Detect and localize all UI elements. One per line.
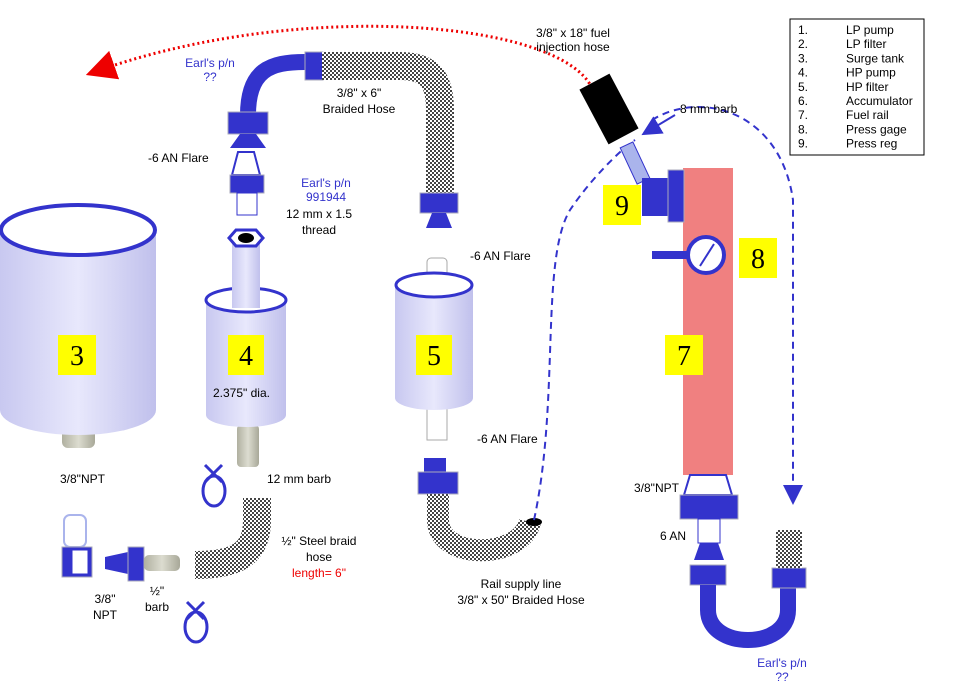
svg-text:3/8": 3/8" (95, 592, 116, 606)
legend-number: 4. (798, 66, 808, 80)
legend-label: Press reg (846, 137, 897, 151)
tank-number: 3 (70, 341, 84, 372)
fuel-rail: 7 (665, 168, 733, 475)
supply-dashed-line (533, 139, 636, 521)
legend-number: 1. (798, 23, 808, 37)
legend-label: Fuel rail (846, 108, 889, 122)
svg-text:??: ?? (775, 670, 789, 684)
legend-label: LP filter (846, 37, 886, 51)
svg-text:hose: hose (306, 550, 332, 564)
pressure-gage: 8 (652, 235, 777, 278)
svg-text:NPT: NPT (93, 608, 118, 622)
surge-tank: 3 (0, 203, 157, 448)
svg-text:barb: barb (145, 600, 169, 614)
legend-number: 2. (798, 37, 808, 51)
svg-text:3/8" x 50" Braided Hose: 3/8" x 50" Braided Hose (457, 593, 585, 607)
svg-text:3/8" x 6": 3/8" x 6" (337, 86, 382, 100)
hose-clamp-icon (183, 600, 209, 644)
pressure-regulator: 9 (603, 141, 685, 225)
legend-number: 5. (798, 80, 808, 94)
hose-clamp-icon (201, 463, 227, 508)
svg-text:??: ?? (203, 70, 217, 84)
svg-text:2.375" dia.: 2.375" dia. (213, 386, 270, 400)
svg-text:-6 AN Flare: -6 AN Flare (477, 432, 538, 446)
svg-text:3/8" x 18" fuel: 3/8" x 18" fuel (536, 26, 610, 40)
legend-label: LP pump (846, 23, 894, 37)
fuel-rail-number: 7 (677, 341, 691, 372)
legend-number: 3. (798, 51, 808, 65)
hp-pump: 4 (204, 228, 288, 467)
legend-label: Surge tank (846, 51, 905, 65)
an-fitting-nut (227, 111, 269, 135)
svg-text:½" Steel braid: ½" Steel braid (282, 534, 357, 548)
svg-text:3/8"NPT: 3/8"NPT (634, 481, 680, 495)
return-u-fitting (700, 585, 796, 648)
steel-braid-hose (194, 498, 271, 579)
press-gage-number: 8 (751, 244, 765, 275)
legend-number: 6. (798, 94, 808, 108)
svg-text:-6 AN Flare: -6 AN Flare (148, 151, 209, 165)
svg-text:thread: thread (302, 223, 336, 237)
hp-pump-number: 4 (239, 341, 253, 372)
svg-text:-6 AN Flare: -6 AN Flare (470, 249, 531, 263)
legend-number: 7. (798, 108, 808, 122)
rail-supply-hose (427, 494, 541, 562)
hp-filter: 5 (394, 257, 474, 441)
legend-label: HP filter (846, 80, 888, 94)
svg-text:Rail supply line: Rail supply line (481, 577, 562, 591)
hp-filter-number: 5 (427, 341, 441, 372)
legend-box: 1. LP pump 2. LP filter 3. Surge tank 4. HP pum… (789, 18, 925, 156)
blue-elbow-fitting (240, 54, 306, 116)
legend-number: 9. (798, 137, 808, 151)
svg-text:12 mm barb: 12 mm barb (267, 472, 331, 486)
svg-text:Earl's p/n: Earl's p/n (185, 56, 235, 70)
legend-label: Accumulator (846, 94, 913, 108)
legend-number: 8. (798, 122, 808, 136)
svg-text:Earl's p/n: Earl's p/n (757, 656, 807, 670)
diagram-labels: 3/8" x 18" fuel injection hose Earl's p/… (60, 26, 807, 684)
svg-text:½": ½" (150, 584, 164, 598)
braided-hose-6in (322, 52, 454, 195)
legend-label: HP pump (846, 66, 896, 80)
return-line-arrow (85, 24, 594, 89)
svg-text:12 mm x 1.5: 12 mm x 1.5 (286, 207, 352, 221)
svg-text:8 mm barb: 8 mm barb (680, 102, 738, 116)
svg-text:3/8"NPT: 3/8"NPT (60, 472, 106, 486)
fuel-injection-hose (579, 73, 639, 145)
svg-text:Earl's p/n: Earl's p/n (301, 176, 351, 190)
svg-text:991944: 991944 (306, 190, 346, 204)
svg-text:6 AN: 6 AN (660, 529, 686, 543)
svg-text:injection hose: injection hose (536, 40, 610, 54)
svg-text:length= 6": length= 6" (292, 566, 346, 580)
press-reg-number: 9 (615, 191, 629, 222)
svg-text:Braided Hose: Braided Hose (323, 102, 396, 116)
legend-label: Press gage (846, 122, 907, 136)
